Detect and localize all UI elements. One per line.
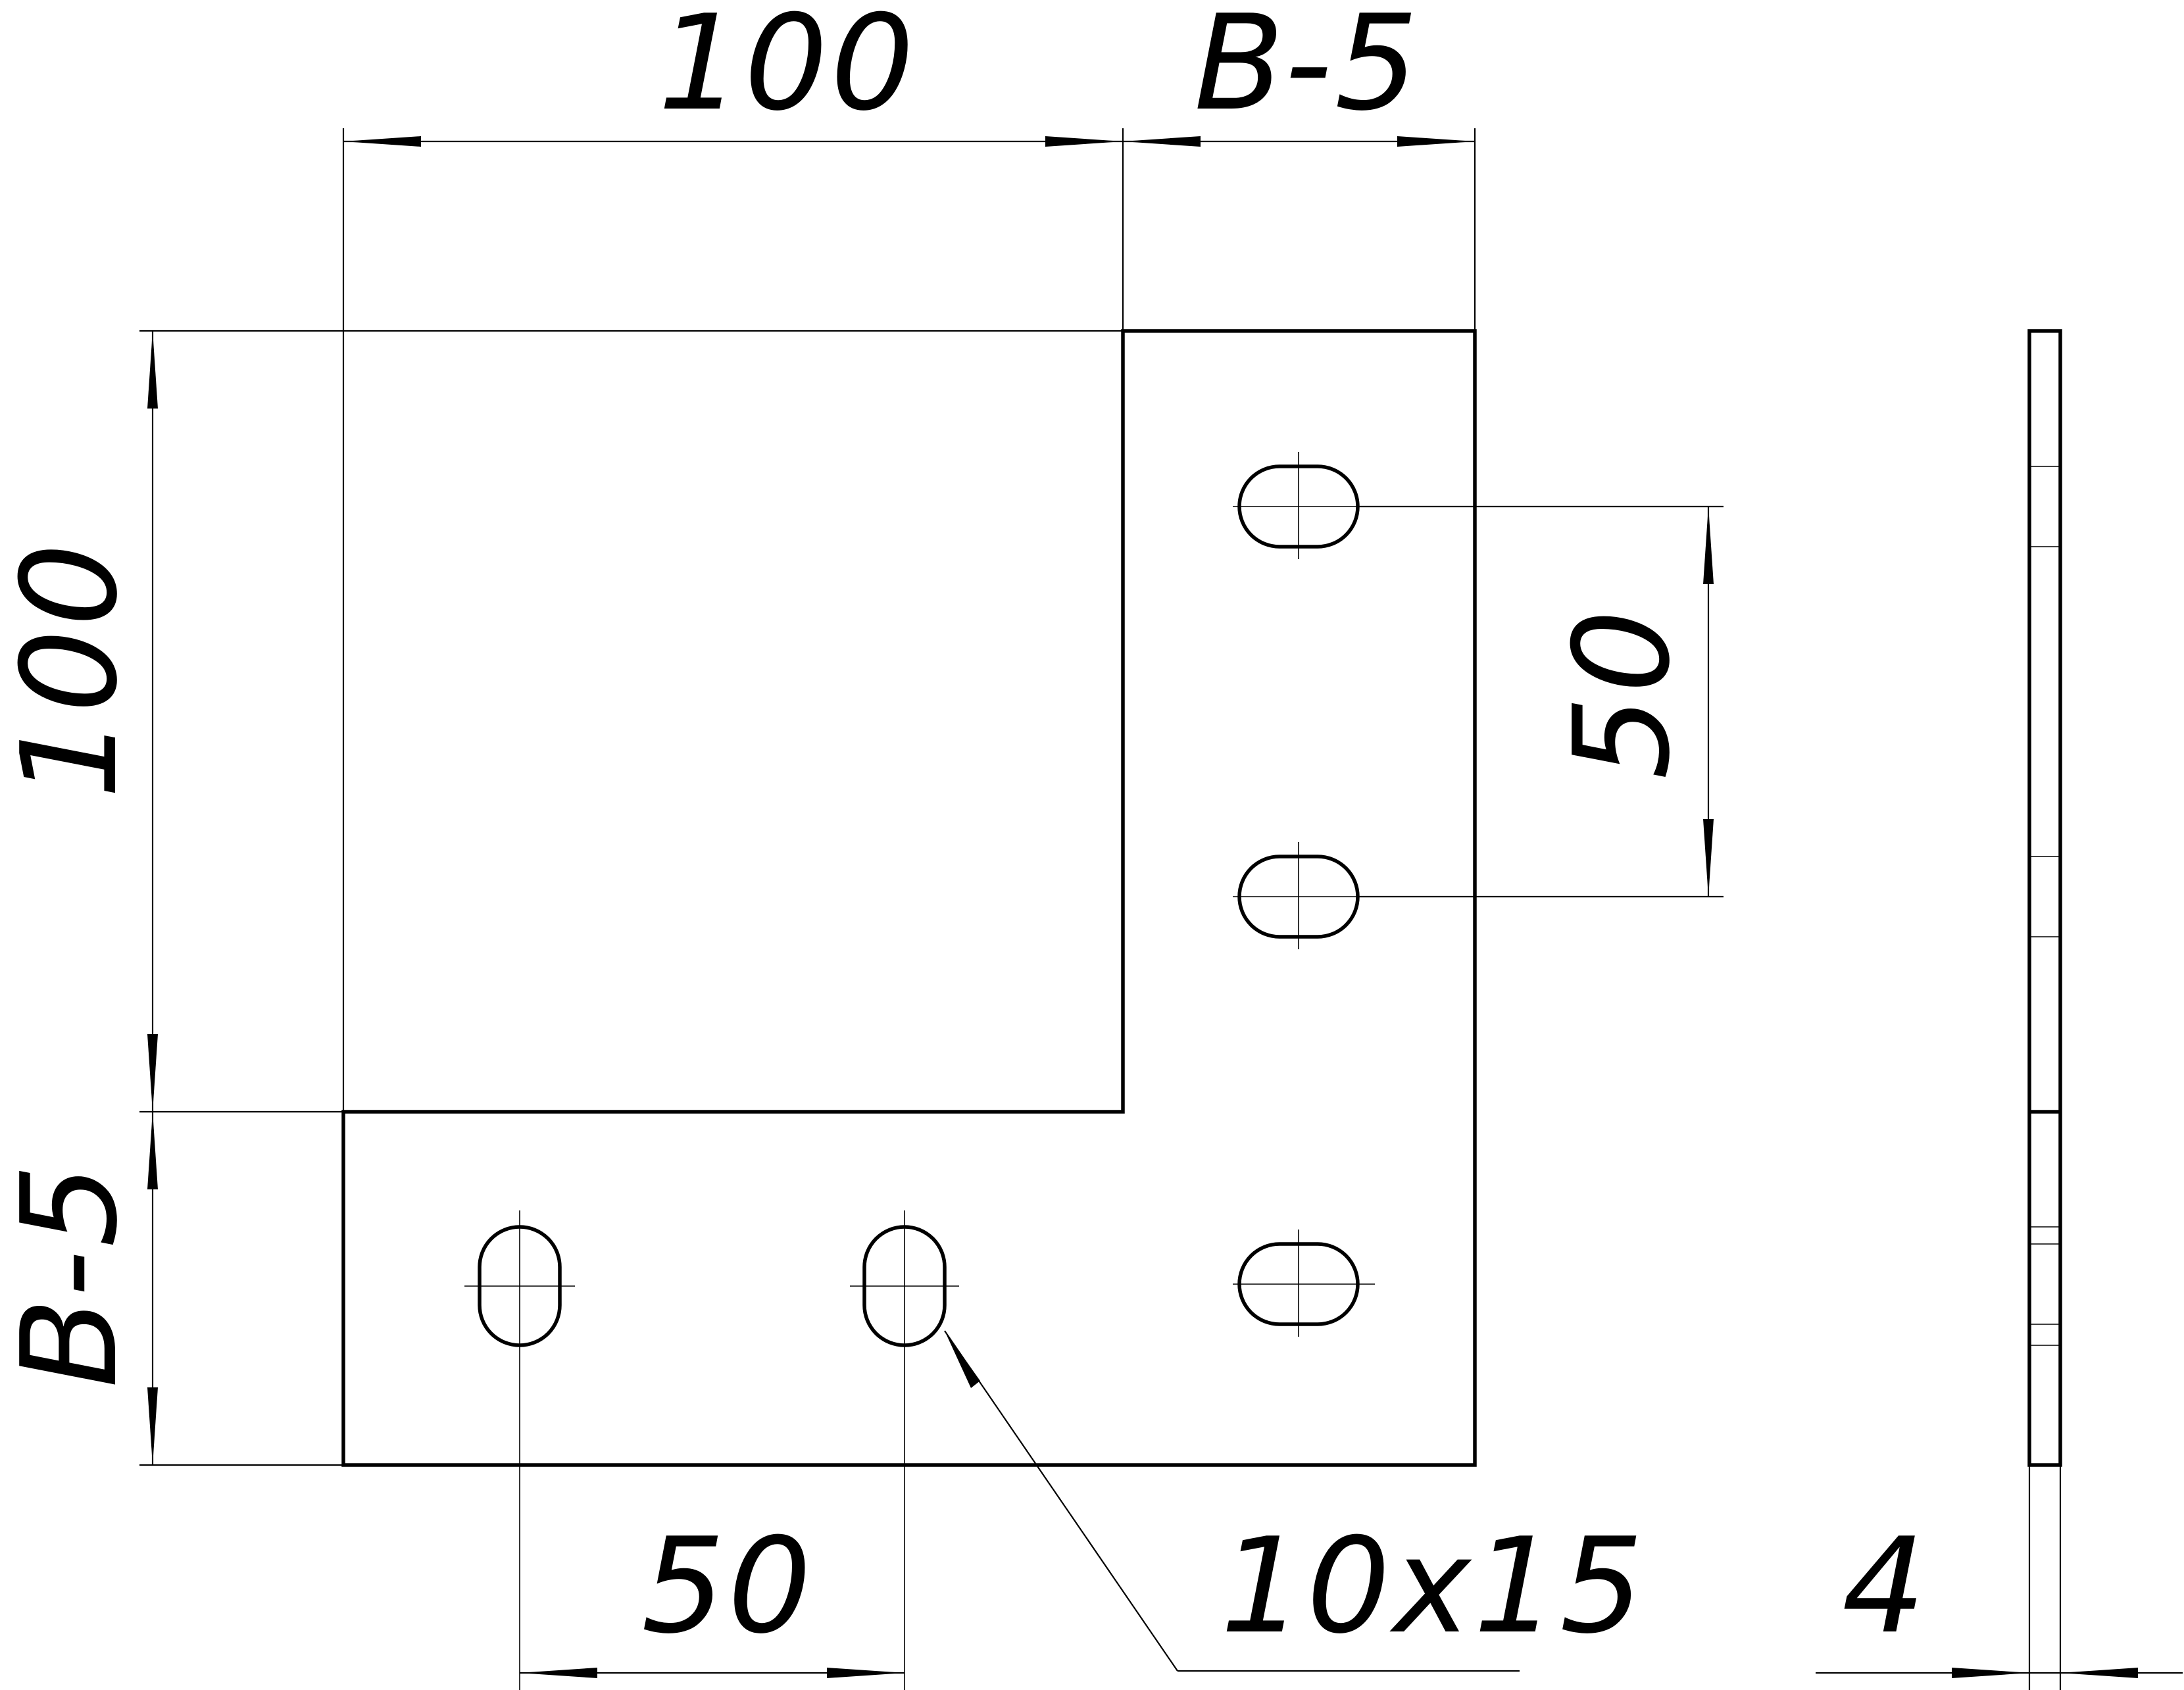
dim-text-bottom-pitch: 50 [641,1510,814,1663]
side-view-hidden-lines [2029,466,2060,1346]
arrow-head [1703,507,1714,584]
arrow-head [520,1668,597,1678]
slot-right-1 [1233,452,1375,559]
arrow-head [1123,136,1201,147]
arrow-head [827,1668,905,1678]
leader-line [944,1330,1178,1672]
arrow-head [147,1387,158,1465]
dim-text-top-left: 100 [658,0,917,140]
arrow-head [2060,1668,2138,1678]
slot-right-2 [1233,842,1375,949]
side-view-plate [2027,329,2062,1467]
arrow-head [1952,1668,2029,1678]
arrow-head [1703,819,1714,897]
dim-text-right-vertical: 50 [1546,607,1699,780]
thickness-text: 4 [1842,1510,1928,1663]
slot-callout-text: 10x15 [1220,1510,1646,1663]
dim-text-left-lower: B-5 [0,1161,147,1388]
dim-text-left-upper: 100 [0,540,147,799]
dim-text-top-right: B-5 [1194,0,1421,140]
arrow-head [343,136,421,147]
arrow-head [147,1112,158,1189]
arrow-head [147,1034,158,1112]
arrow-head [945,1331,980,1388]
slot-bottom-1 [464,1210,575,1690]
slot-right-3 [1233,1230,1375,1337]
arrow-head [1045,136,1123,147]
arrow-head [147,331,158,409]
arrow-head [1397,136,1475,147]
slot-bottom-2 [850,1210,959,1690]
